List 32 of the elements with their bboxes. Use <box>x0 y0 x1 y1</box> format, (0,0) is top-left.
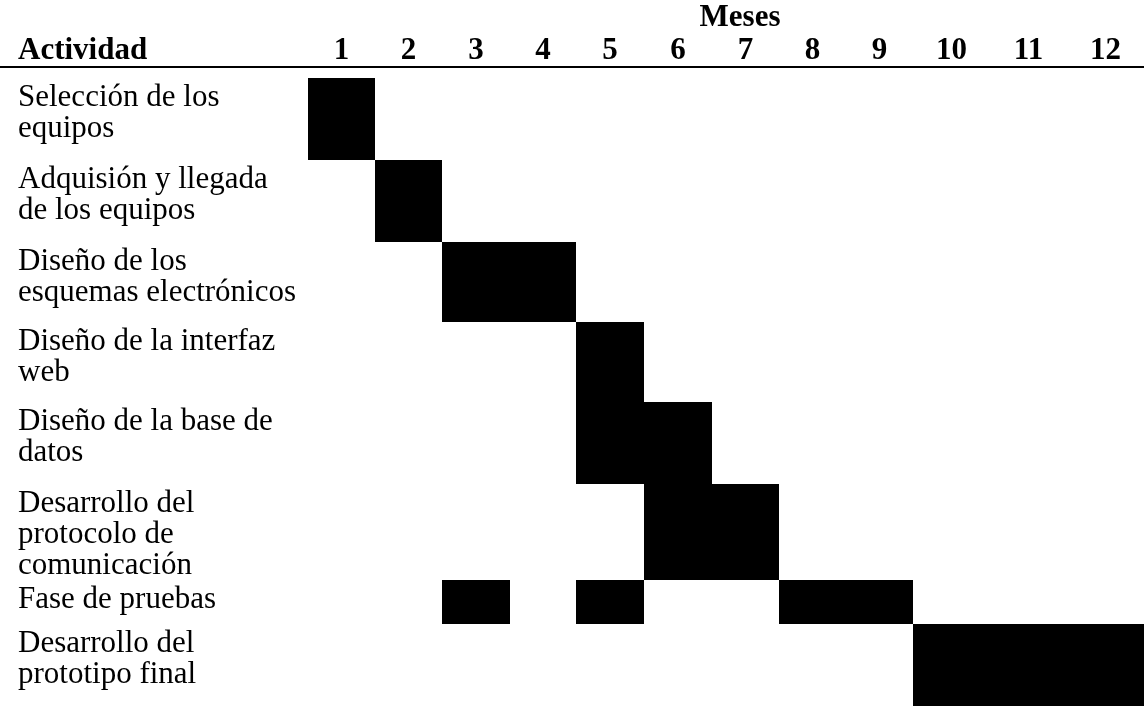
month-number: 12 <box>1089 33 1122 64</box>
column-heading: Meses <box>698 0 782 31</box>
month-number: 9 <box>870 33 889 64</box>
activity-name: Fase de pruebas <box>18 582 217 613</box>
column-heading: Actividad <box>18 33 148 64</box>
month-number: 4 <box>534 33 552 64</box>
gantt-bar <box>913 624 1144 706</box>
gantt-bar <box>644 484 779 580</box>
gantt-bar <box>308 78 375 160</box>
gantt-bar <box>576 322 644 402</box>
month-number: 11 <box>1012 33 1045 64</box>
activity-name: Diseño de la base de datos <box>18 404 274 466</box>
activity-name: Selección de los equipos <box>18 80 221 142</box>
gantt-bar <box>576 580 644 624</box>
month-number: 3 <box>467 33 485 64</box>
gantt-bar <box>576 402 712 484</box>
month-number: 8 <box>803 33 822 64</box>
gantt-bar <box>779 580 913 624</box>
month-number: 1 <box>332 33 351 64</box>
month-number: 5 <box>601 33 619 64</box>
month-number: 10 <box>935 33 968 64</box>
activity-name: Desarrollo del protocolo de comunicación <box>18 486 196 579</box>
activity-name: Diseño de la interfaz web <box>18 324 277 386</box>
month-number: 6 <box>669 33 687 64</box>
activity-name: Diseño de los esquemas electrónicos <box>18 244 298 306</box>
activity-name: Desarrollo del prototipo final <box>18 626 198 688</box>
gantt-bar <box>442 242 576 322</box>
month-number: 2 <box>399 33 418 64</box>
gantt-bar <box>375 160 442 242</box>
gantt-bar <box>442 580 510 624</box>
activity-name: Adquisión y llegada de los equipos <box>18 162 269 224</box>
month-number: 7 <box>736 33 755 64</box>
